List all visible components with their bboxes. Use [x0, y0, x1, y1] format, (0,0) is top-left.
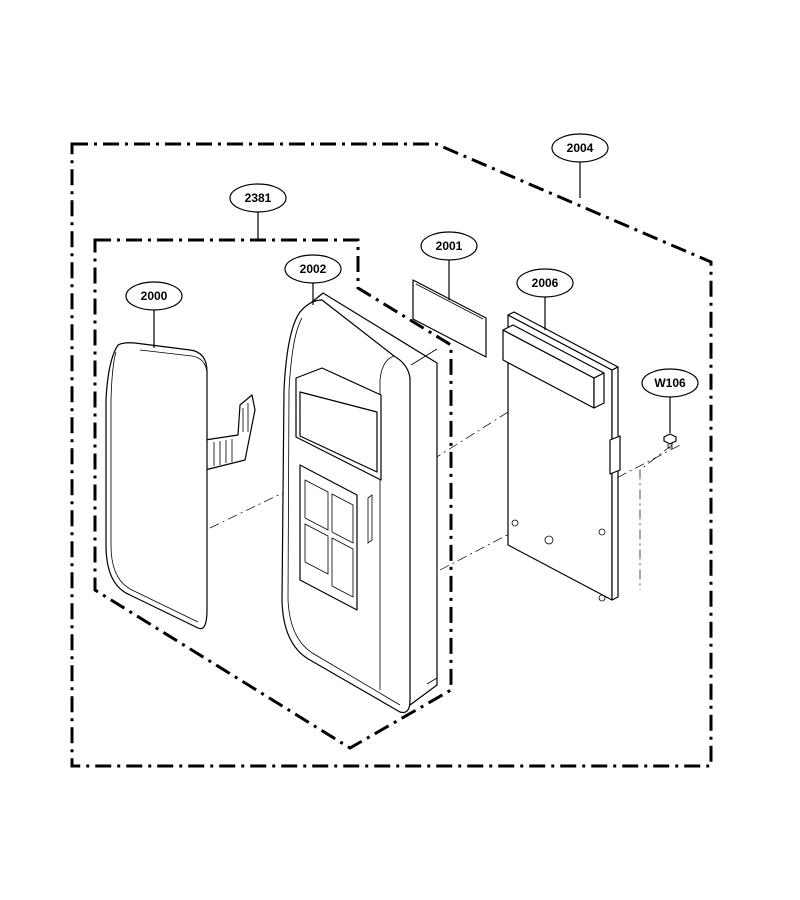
callout-2006: 2006: [516, 268, 574, 298]
callout-2004-label: 2004: [567, 141, 594, 155]
part-2006-pcb: [502, 311, 621, 602]
callout-2001-label: 2001: [436, 239, 463, 253]
callout-2381: 2381: [229, 183, 287, 213]
assembly-boundary-2004: [70, 142, 713, 768]
callout-2381-label: 2381: [245, 191, 272, 205]
callout-2000-label: 2000: [141, 289, 168, 303]
callout-2000: 2000: [125, 281, 183, 311]
part-2001-window-plate: [412, 279, 487, 358]
part-2002-control-panel: [281, 292, 438, 714]
leader-lines: [153, 162, 671, 433]
callout-2001: 2001: [420, 231, 478, 261]
part-W106-screw: [663, 433, 677, 449]
callout-2006-label: 2006: [532, 276, 559, 290]
subassembly-boundary-2381: [93, 238, 453, 750]
callout-2002: 2002: [284, 254, 342, 284]
callout-2002-label: 2002: [300, 262, 327, 276]
part-2000-membrane-keypad: [105, 342, 256, 630]
callout-2004: 2004: [551, 133, 609, 163]
callout-W106: W106: [641, 368, 699, 398]
callout-W106-label: W106: [654, 376, 686, 390]
